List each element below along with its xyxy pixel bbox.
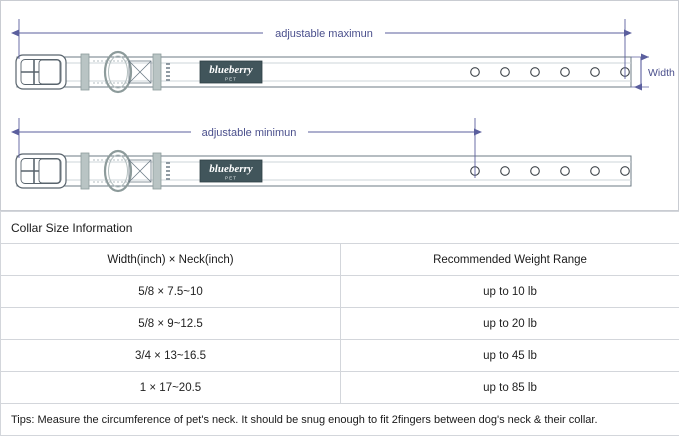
cell-weight: up to 20 lb — [341, 308, 679, 340]
cell-size: 5/8 × 7.5~10 — [1, 276, 341, 308]
top-keeper-loop-1 — [81, 54, 89, 90]
width-dimension: Width — [631, 57, 675, 87]
bottom-brand-name: blueberry — [209, 163, 253, 175]
cell-weight: up to 45 lb — [341, 340, 679, 372]
top-brand-name: blueberry — [209, 64, 253, 76]
bottom-brand-sub: PET — [225, 176, 237, 181]
adjustable-minimum-label: adjustable minimun — [202, 127, 297, 139]
bottom-collar-group: blueberry PET — [16, 151, 631, 191]
size-chart-page: blueberry PET adjusta — [0, 0, 679, 418]
table-row: 5/8 × 9~12.5 up to 20 lb — [1, 308, 679, 340]
top-buckle-icon — [16, 55, 66, 89]
table-title: Collar Size Information — [1, 212, 679, 244]
collar-diagram-svg: blueberry PET adjusta — [1, 1, 678, 210]
cell-weight: up to 10 lb — [341, 276, 679, 308]
table-row: 3/4 × 13~16.5 up to 45 lb — [1, 340, 679, 372]
cell-size: 5/8 × 9~12.5 — [1, 308, 341, 340]
collar-diagram-panel: blueberry PET adjusta — [0, 0, 679, 211]
table-tips-row: Tips: Measure the circumference of pet's… — [1, 404, 679, 436]
header-size: Width(inch) × Neck(inch) — [1, 244, 341, 276]
bottom-keeper-loop-2 — [153, 153, 161, 189]
collar-size-table: Collar Size Information Width(inch) × Ne… — [0, 211, 679, 436]
table-title-row: Collar Size Information — [1, 212, 679, 244]
width-label: Width — [648, 67, 675, 79]
bottom-brand-patch: blueberry PET — [200, 160, 262, 182]
tips-text: Tips: Measure the circumference of pet's… — [1, 404, 679, 436]
table-row: 1 × 17~20.5 up to 85 lb — [1, 372, 679, 404]
bottom-buckle-icon — [16, 154, 66, 188]
cell-size: 1 × 17~20.5 — [1, 372, 341, 404]
top-collar-group: blueberry PET — [16, 52, 631, 92]
top-keeper-loop-2 — [153, 54, 161, 90]
adjustable-maximum-label: adjustable maximun — [275, 28, 373, 40]
top-brand-patch: blueberry PET — [200, 61, 262, 83]
top-brand-sub: PET — [225, 77, 237, 82]
size-table-wrapper: Collar Size Information Width(inch) × Ne… — [0, 211, 679, 418]
bottom-keeper-loop-1 — [81, 153, 89, 189]
header-weight: Recommended Weight Range — [341, 244, 679, 276]
table-header-row: Width(inch) × Neck(inch) Recommended Wei… — [1, 244, 679, 276]
table-row: 5/8 × 7.5~10 up to 10 lb — [1, 276, 679, 308]
cell-size: 3/4 × 13~16.5 — [1, 340, 341, 372]
cell-weight: up to 85 lb — [341, 372, 679, 404]
